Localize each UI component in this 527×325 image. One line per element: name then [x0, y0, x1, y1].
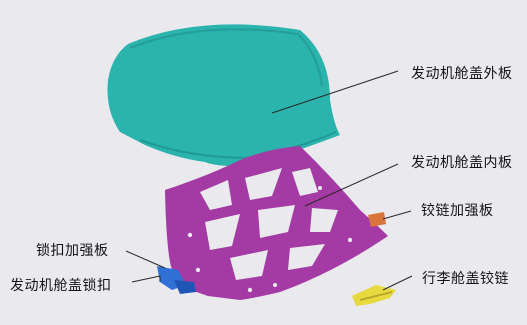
hood-inner-panel: [165, 146, 388, 300]
hood-outer-panel-label: 发动机舱盖外板: [411, 63, 513, 83]
latch-reinforcement-label: 锁扣加强板: [36, 240, 109, 260]
hood-outer-panel: [108, 24, 341, 166]
trunk-lid-hinge-part: [352, 285, 396, 306]
hinge-reinforcement-part: [368, 212, 386, 227]
hinge-reinforcement-label: 铰链加强板: [421, 200, 494, 220]
trunk-lid-hinge-label: 行李舱盖铰链: [422, 268, 509, 288]
hood-inner-panel-label: 发动机舱盖内板: [411, 152, 513, 172]
hood-latch-label: 发动机舱盖锁扣: [10, 275, 112, 295]
